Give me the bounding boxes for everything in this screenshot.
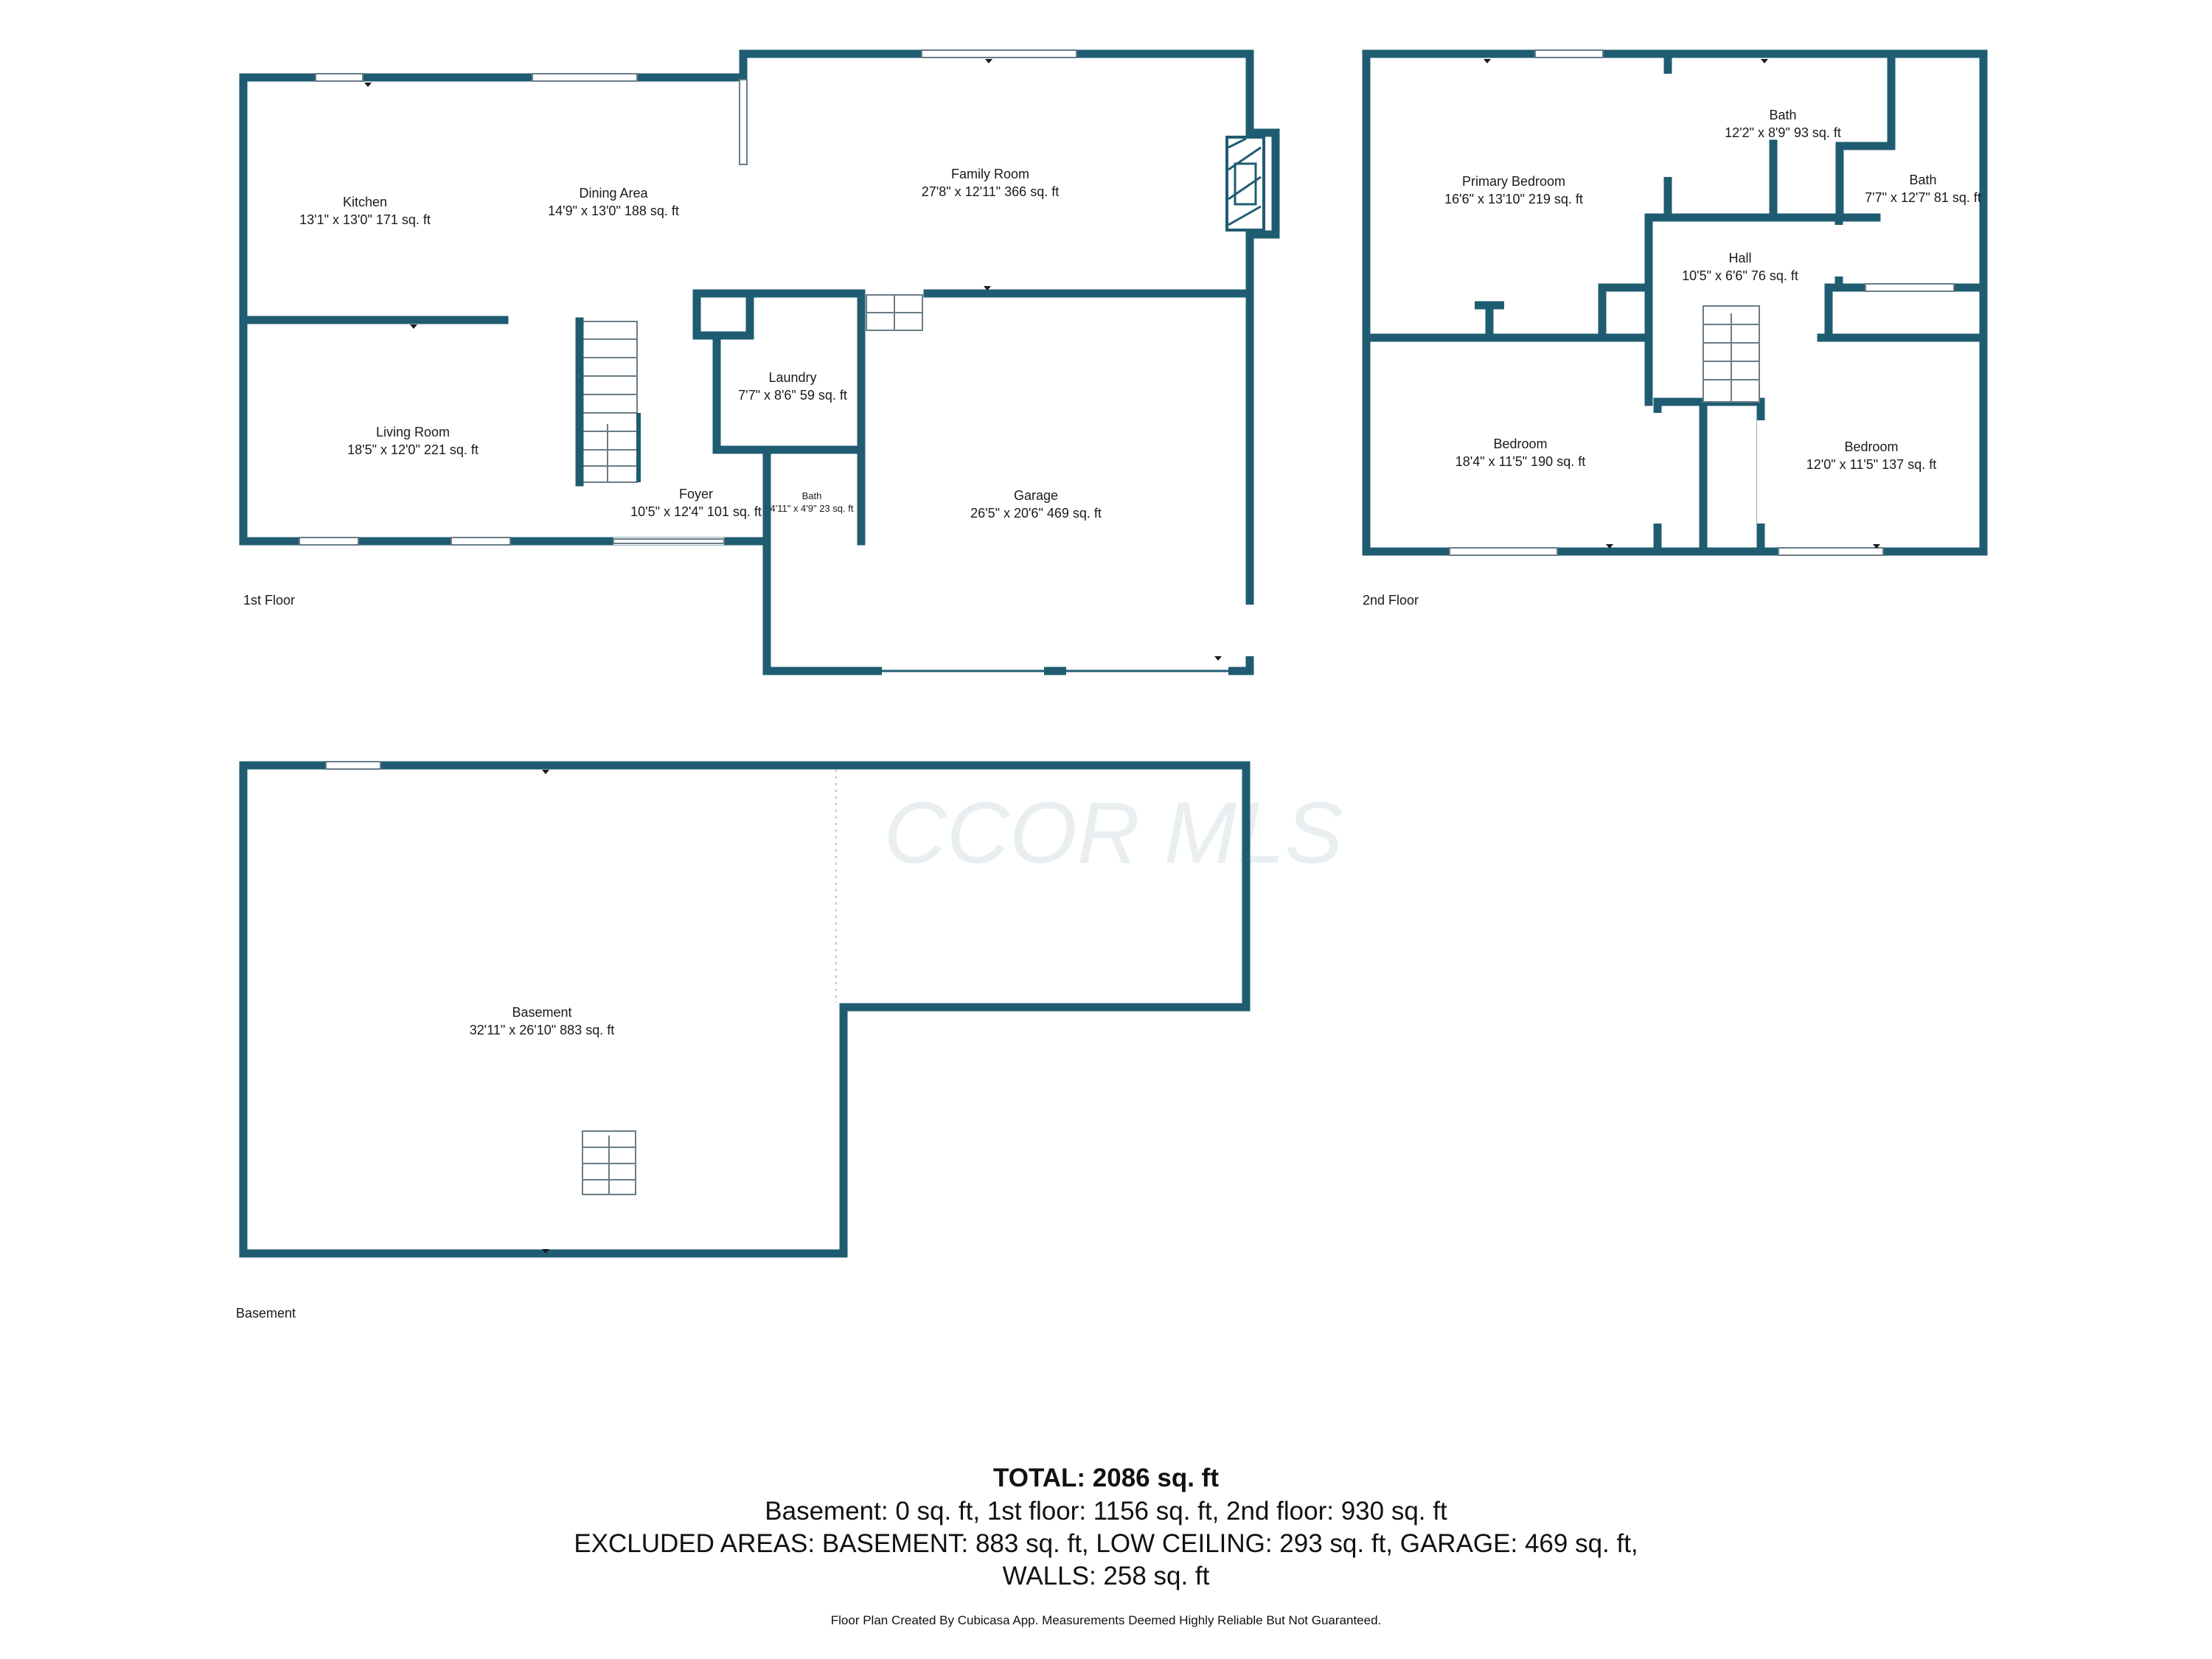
room-name-laundry: Laundry	[768, 370, 816, 385]
second-floor-exterior-wall	[1362, 49, 1988, 556]
floor-area-breakdown: Basement: 0 sq. ft, 1st floor: 1156 sq. …	[765, 1497, 1447, 1526]
room-dims-bath-upper: 12'2" x 8'9" 93 sq. ft	[1725, 125, 1841, 140]
window	[1534, 49, 1604, 58]
floor-label-second: 2nd Floor	[1363, 593, 1419, 608]
room-dims-basement: 32'11" x 26'10" 883 sq. ft	[470, 1023, 614, 1037]
window	[1449, 547, 1558, 556]
window	[921, 49, 1077, 58]
window	[299, 537, 359, 546]
window	[1865, 283, 1955, 292]
door-opening	[1504, 301, 1578, 310]
bath-hall-wall	[1644, 49, 1896, 222]
room-name-living: Living Room	[376, 425, 450, 439]
door-opening	[1652, 413, 1663, 524]
room-name-foyer: Foyer	[679, 487, 713, 501]
basement-plan: Basement 32'11" x 26'10" 883 sq. ft Base…	[236, 761, 1251, 1321]
fireplace	[1225, 136, 1265, 232]
credit-note: Floor Plan Created By Cubicasa App. Meas…	[830, 1613, 1382, 1627]
room-dims-garage: 26'5" x 20'6" 469 sq. ft	[970, 506, 1102, 521]
first-floor-plan: Kitchen 13'1" x 13'0" 171 sq. ft Dining …	[239, 49, 1280, 678]
garage-steps	[866, 294, 923, 331]
stairs	[577, 321, 641, 483]
room-name-garage: Garage	[1014, 488, 1058, 503]
room-name-bedroom-right: Bedroom	[1844, 439, 1898, 454]
tick-marks	[364, 59, 1880, 1253]
floor-label-first: 1st Floor	[243, 593, 295, 608]
floor-label-basement: Basement	[236, 1306, 296, 1321]
room-dims-bath-right: 7'7" x 12'7" 81 sq. ft	[1865, 190, 1981, 205]
room-dims-laundry: 7'7" x 8'6" 59 sq. ft	[738, 388, 847, 403]
laundry-wall	[692, 289, 866, 546]
stairs-2nd	[1703, 305, 1760, 403]
window	[739, 79, 748, 165]
room-name-hall: Hall	[1728, 251, 1751, 265]
window	[1778, 547, 1884, 556]
room-dims-hall: 10'5" x 6'6" 76 sq. ft	[1682, 268, 1798, 283]
walls-area: WALLS: 258 sq. ft	[1002, 1562, 1210, 1590]
room-name-primary-bedroom: Primary Bedroom	[1462, 174, 1565, 189]
first-floor-exterior-wall	[239, 49, 1254, 675]
garage-side-opening	[1242, 605, 1257, 656]
room-dims-bath: 4'11" x 4'9" 23 sq. ft	[771, 503, 854, 514]
room-name-bath: Bath	[802, 490, 822, 501]
front-door	[613, 538, 725, 544]
room-dims-foyer: 10'5" x 12'4" 101 sq. ft	[630, 504, 762, 519]
room-name-kitchen: Kitchen	[343, 195, 387, 209]
total-area: TOTAL: 2086 sq. ft	[993, 1464, 1219, 1492]
basement-exterior-wall	[239, 761, 1251, 1258]
room-dims-bedroom-left: 18'4" x 11'5" 190 sq. ft	[1455, 454, 1585, 469]
window	[451, 537, 511, 546]
window	[315, 73, 364, 82]
room-dims-family: 27'8" x 12'11" 366 sq. ft	[922, 184, 1059, 199]
closet-walls	[1452, 283, 1988, 342]
watermark: CCOR MLS	[884, 785, 1343, 882]
fireplace-wall	[1245, 128, 1280, 239]
room-name-bedroom-left: Bedroom	[1493, 437, 1547, 451]
door-opening	[1663, 74, 1673, 177]
door-opening	[1757, 420, 1766, 524]
room-name-bath-right: Bath	[1909, 173, 1936, 187]
room-name-family: Family Room	[951, 167, 1029, 181]
room-name-bath-upper: Bath	[1769, 108, 1796, 122]
second-floor-plan: Primary Bedroom 16'6" x 13'10" 219 sq. f…	[1362, 49, 1988, 608]
room-dims-primary-bedroom: 16'6" x 13'10" 219 sq. ft	[1444, 192, 1583, 206]
room-name-basement: Basement	[512, 1005, 571, 1020]
excluded-areas: EXCLUDED AREAS: BASEMENT: 883 sq. ft, LO…	[574, 1529, 1638, 1558]
door-opening	[1834, 225, 1845, 276]
window	[325, 761, 381, 770]
room-dims-living: 18'5" x 12'0" 221 sq. ft	[347, 442, 479, 457]
room-dims-dining: 14'9" x 13'0" 188 sq. ft	[548, 204, 679, 218]
room-dims-kitchen: 13'1" x 13'0" 171 sq. ft	[299, 212, 431, 227]
window	[532, 73, 638, 82]
stairs-basement	[582, 1130, 636, 1195]
door-opening	[1371, 301, 1475, 310]
room-dims-bedroom-right: 12'0" x 11'5" 137 sq. ft	[1806, 457, 1936, 472]
room-name-dining: Dining Area	[579, 186, 648, 201]
